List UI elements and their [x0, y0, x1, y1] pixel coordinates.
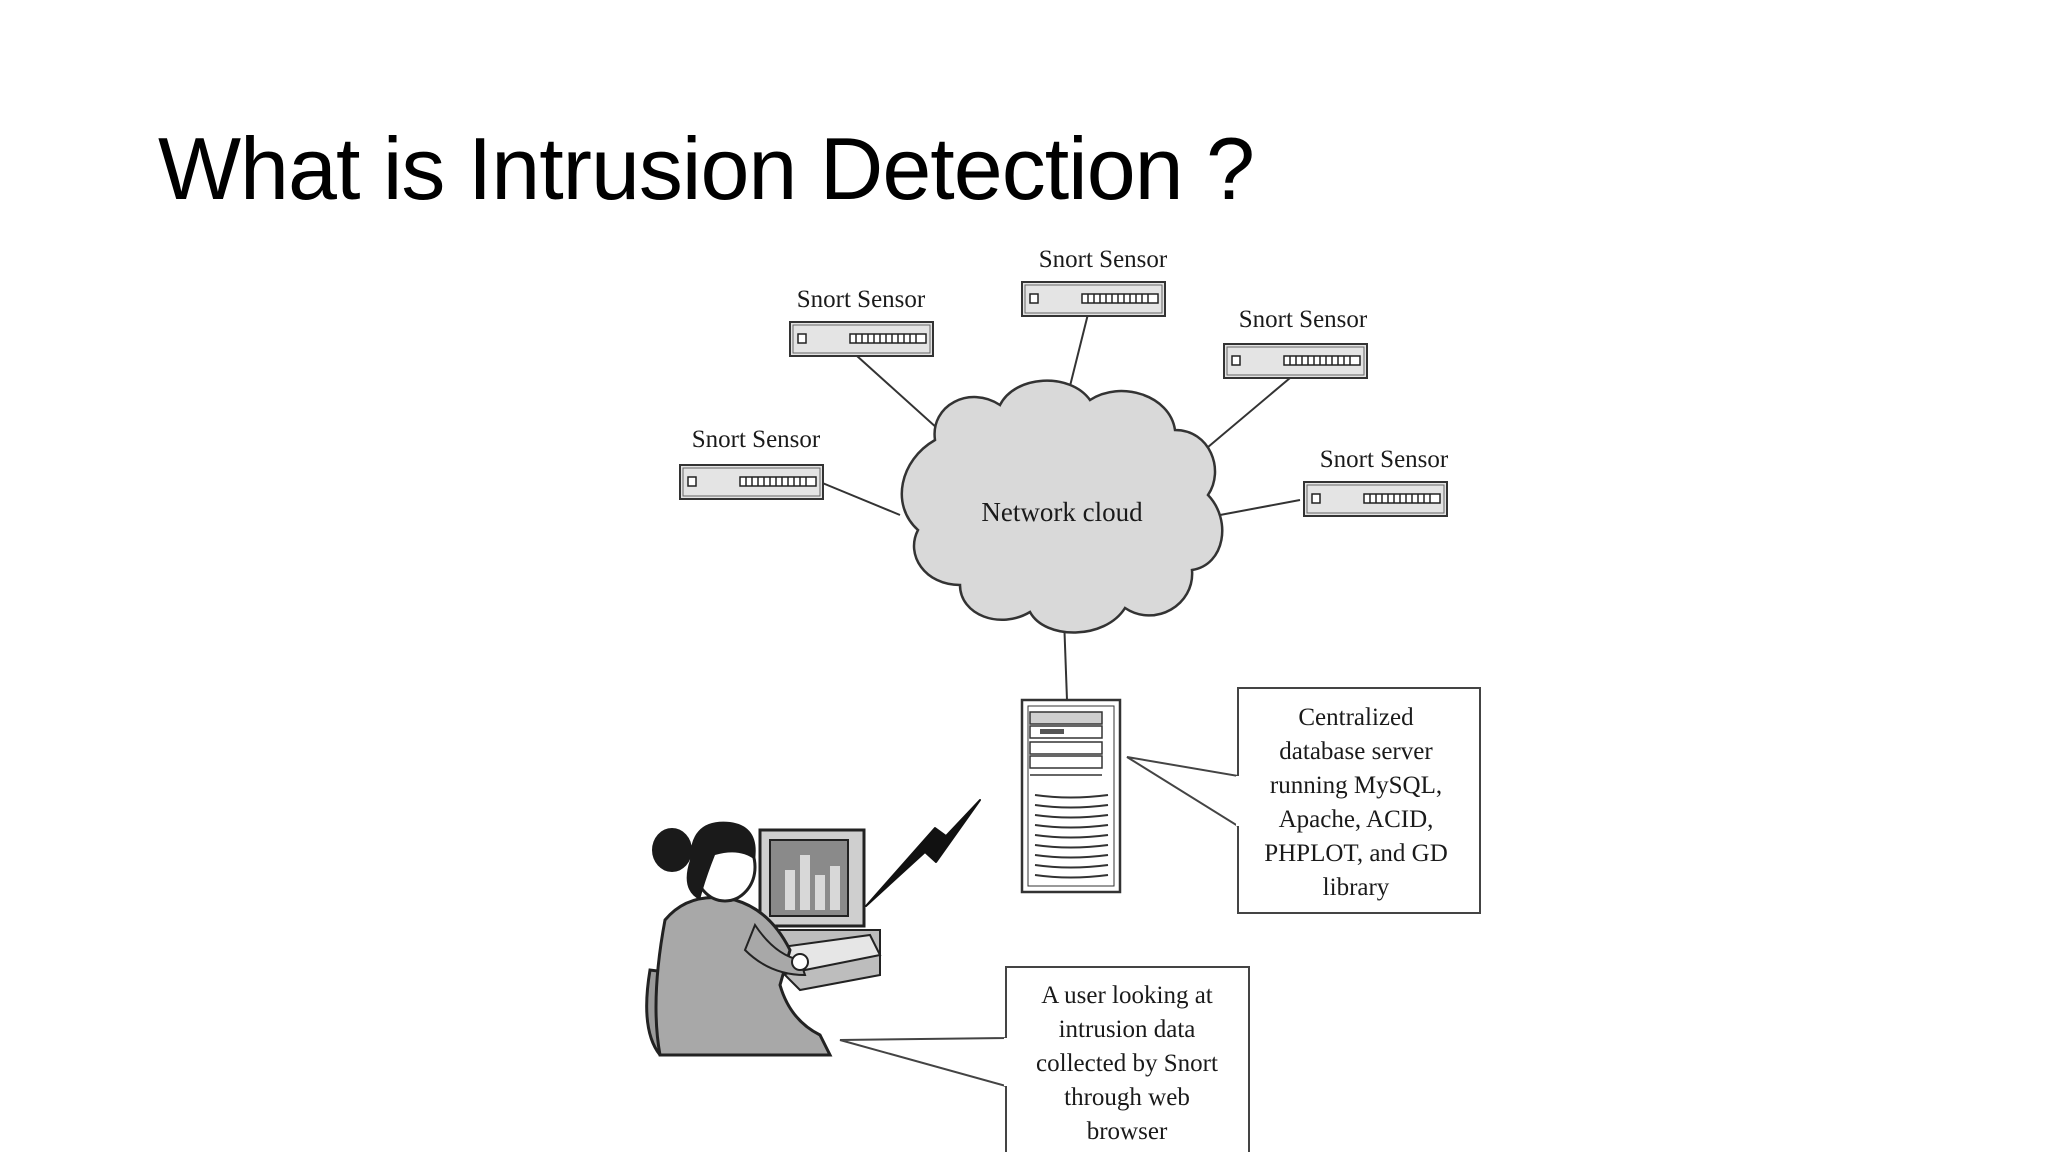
sensor-0: Snort Sensor [679, 426, 824, 500]
sensor-device-icon [1021, 281, 1166, 317]
server-callout-line: database server [1279, 738, 1433, 765]
link-sensor-3 [1194, 377, 1291, 459]
server-callout-line: library [1323, 874, 1390, 901]
sensor-1: Snort Sensor [789, 286, 934, 357]
server-callout: Centralized database server running MySQ… [1126, 687, 1481, 914]
sensor-device-icon [679, 464, 824, 500]
link-sensor-4 [1219, 499, 1301, 516]
sensor-label: Snort Sensor [1239, 306, 1368, 333]
slide-title: What is Intrusion Detection ? [158, 119, 1255, 218]
user-callout: A user looking at intrusion data collect… [839, 966, 1250, 1152]
server-callout-line: Centralized [1298, 704, 1414, 731]
server-callout-line: running MySQL, [1270, 772, 1442, 799]
cloud-label: Network cloud [981, 497, 1143, 527]
user-callout-line: intrusion data [1059, 1016, 1196, 1043]
network-cloud: Network cloud [900, 379, 1224, 634]
sensor-2: Snort Sensor [1021, 246, 1168, 317]
link-sensor-1 [856, 355, 949, 439]
user-at-computer-icon [645, 821, 882, 1057]
server-callout-line: Apache, ACID, [1279, 806, 1434, 833]
user-callout-line: through web [1064, 1084, 1190, 1111]
sensor-3: Snort Sensor [1223, 306, 1368, 379]
connection-lines [819, 313, 1301, 701]
user-callout-line: A user looking at [1041, 982, 1213, 1009]
sensor-device-icon [789, 321, 934, 357]
sensor-device-icon [1223, 343, 1368, 379]
server-tower-icon [1020, 698, 1122, 894]
sensor-label: Snort Sensor [1039, 246, 1168, 273]
lightning-bolt-icon [865, 799, 981, 907]
sensor-label: Snort Sensor [1320, 446, 1449, 473]
server-callout-line: PHPLOT, and GD [1264, 840, 1448, 867]
sensor-4: Snort Sensor [1303, 446, 1449, 517]
user-callout-line: collected by Snort [1036, 1050, 1218, 1077]
sensor-label: Snort Sensor [692, 426, 821, 453]
user-callout-line: browser [1087, 1118, 1168, 1145]
sensor-device-icon [1303, 481, 1448, 517]
sensor-label: Snort Sensor [797, 286, 926, 313]
link-sensor-0 [819, 481, 901, 516]
